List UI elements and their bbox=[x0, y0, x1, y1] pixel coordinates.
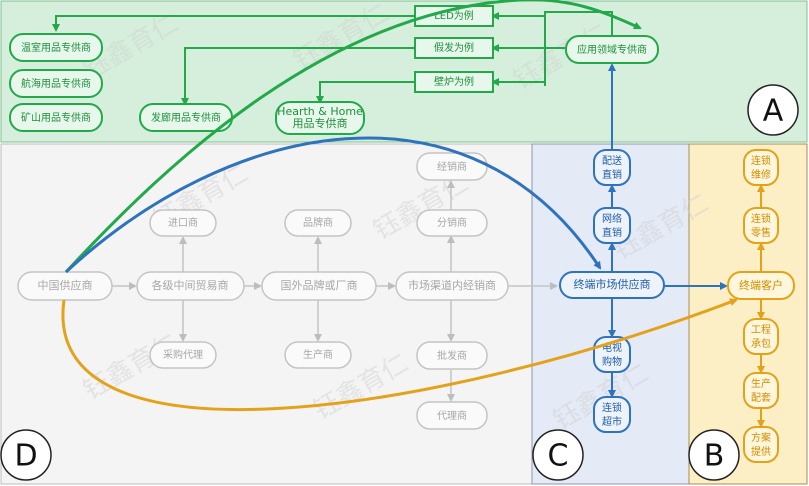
zone-b-letter: B bbox=[704, 439, 725, 474]
node-marine-supplier-label: 航海用品专供商 bbox=[21, 77, 91, 90]
node-terminal-customer bbox=[727, 271, 795, 300]
zone-d-circle bbox=[0, 429, 52, 481]
long-curves bbox=[61, 0, 738, 412]
zone-a-circle bbox=[747, 84, 799, 136]
node-chain-repair-line1: 连锁 bbox=[751, 154, 771, 167]
node-importer-label: 进口商 bbox=[168, 216, 198, 229]
node-tv-shopping-line2: 购物 bbox=[602, 355, 622, 368]
node-distributor-top-label: 经销商 bbox=[437, 160, 467, 173]
node-foreign-brand-label: 国外品牌或厂商 bbox=[281, 278, 358, 292]
node-chain-supermarket bbox=[593, 396, 631, 433]
node-direct-delivery-line1: 配送 bbox=[602, 154, 622, 167]
node-mining-supplier bbox=[9, 103, 103, 132]
node-salon-supplier-label: 发廊用品专供商 bbox=[151, 111, 221, 124]
curve-blue bbox=[64, 136, 602, 274]
zone-c-panel bbox=[531, 143, 690, 485]
zone-c-arrows bbox=[608, 63, 728, 398]
zone-d-letter: D bbox=[14, 439, 37, 474]
node-hearth-supplier bbox=[275, 101, 365, 135]
node-production-line2: 配套 bbox=[751, 391, 771, 404]
node-distributor-top bbox=[416, 152, 488, 181]
node-chain-supermarket-line1: 连锁 bbox=[602, 401, 622, 414]
zone-b-panel bbox=[688, 143, 808, 485]
node-chain-repair bbox=[743, 149, 779, 186]
node-fireplace-example-label: 壁炉为例 bbox=[434, 75, 474, 88]
node-producer bbox=[284, 341, 352, 369]
node-wholesaler-label: 批发商 bbox=[437, 349, 467, 362]
zone-a-nodes: LED为例 假发为例 壁炉为例 应用领域专供商 温室用品专供商 航海用品专供商 … bbox=[9, 5, 659, 135]
curve-green bbox=[64, 0, 642, 274]
node-app-supplier-label: 应用领域专供商 bbox=[577, 43, 647, 56]
node-contract-line1: 工程 bbox=[751, 324, 771, 336]
node-chain-retail bbox=[743, 207, 779, 244]
node-direct-delivery bbox=[593, 149, 631, 186]
zone-b-nodes: 终端客户 连锁 维修 连锁 零售 工程 承包 生产 配套 方案 提供 bbox=[727, 149, 795, 463]
node-producer-label: 生产商 bbox=[303, 348, 333, 361]
zone-c-letter: C bbox=[548, 439, 569, 474]
node-chain-repair-line2: 维修 bbox=[751, 168, 771, 181]
node-china-supplier-label: 中国供应商 bbox=[38, 278, 93, 292]
node-online-direct-line1: 网络 bbox=[602, 212, 622, 225]
node-solution-line1: 方案 bbox=[751, 431, 771, 444]
node-purchasing-agent bbox=[149, 341, 217, 369]
node-solution-line2: 提供 bbox=[751, 445, 771, 458]
node-greenhouse-supplier bbox=[9, 33, 103, 62]
node-china-supplier bbox=[17, 271, 113, 301]
node-terminal-supplier-label: 终端市场供应商 bbox=[574, 277, 651, 291]
node-online-direct bbox=[593, 207, 631, 244]
node-sub-distributor bbox=[416, 209, 488, 237]
zone-c-nodes: 终端市场供应商 配送 直销 网络 直销 电视 购物 连锁 超市 bbox=[559, 149, 665, 433]
node-chain-retail-line1: 连锁 bbox=[751, 212, 771, 225]
zone-d-nodes: 中国供应商 各级中间贸易商 国外品牌或厂商 市场渠道内经销商 进口商 采购代理 … bbox=[17, 152, 509, 430]
node-terminal-supplier bbox=[559, 271, 665, 299]
node-fireplace-example bbox=[414, 71, 494, 93]
node-hearth-supplier-line1: Hearth & Home bbox=[277, 105, 363, 118]
node-intermediate-traders-label: 各级中间贸易商 bbox=[152, 278, 229, 292]
node-solution bbox=[743, 426, 779, 463]
node-channel-dealer bbox=[395, 271, 509, 301]
node-direct-delivery-line2: 直销 bbox=[602, 168, 622, 181]
node-brand-label: 品牌商 bbox=[303, 216, 333, 229]
zone-a-arrows bbox=[52, 11, 613, 106]
node-channel-dealer-label: 市场渠道内经销商 bbox=[408, 278, 496, 292]
node-production bbox=[743, 372, 779, 409]
node-foreign-brand bbox=[261, 271, 377, 301]
node-brand bbox=[284, 209, 352, 237]
node-led-example bbox=[414, 5, 494, 27]
curve-orange bbox=[61, 298, 738, 412]
node-production-line1: 生产 bbox=[751, 377, 771, 390]
node-contract-line2: 承包 bbox=[751, 337, 771, 350]
node-importer bbox=[149, 209, 217, 237]
node-online-direct-line2: 直销 bbox=[602, 226, 622, 239]
node-intermediate-traders bbox=[136, 271, 245, 301]
node-marine-supplier bbox=[9, 69, 103, 98]
zone-b-circle bbox=[688, 429, 740, 481]
node-agent-label: 代理商 bbox=[437, 409, 467, 422]
node-wholesaler bbox=[416, 341, 488, 370]
node-greenhouse-supplier-label: 温室用品专供商 bbox=[21, 41, 91, 54]
zone-labels: A B C D bbox=[0, 84, 799, 481]
zone-c-circle bbox=[532, 429, 584, 481]
node-chain-retail-line2: 零售 bbox=[751, 226, 771, 239]
zone-d-arrows bbox=[112, 180, 558, 402]
node-wig-example-label: 假发为例 bbox=[434, 41, 474, 54]
node-purchasing-agent-label: 采购代理 bbox=[163, 348, 203, 361]
node-sub-distributor-label: 分销商 bbox=[437, 216, 467, 229]
node-contract bbox=[743, 318, 779, 355]
node-chain-supermarket-line2: 超市 bbox=[602, 415, 622, 428]
zone-a-letter: A bbox=[763, 94, 784, 129]
node-mining-supplier-label: 矿山用品专供商 bbox=[21, 111, 91, 124]
node-wig-example bbox=[414, 37, 494, 59]
node-terminal-customer-label: 终端客户 bbox=[739, 278, 783, 292]
node-hearth-supplier-line2: 用品专供商 bbox=[293, 116, 348, 130]
node-agent bbox=[416, 401, 488, 430]
